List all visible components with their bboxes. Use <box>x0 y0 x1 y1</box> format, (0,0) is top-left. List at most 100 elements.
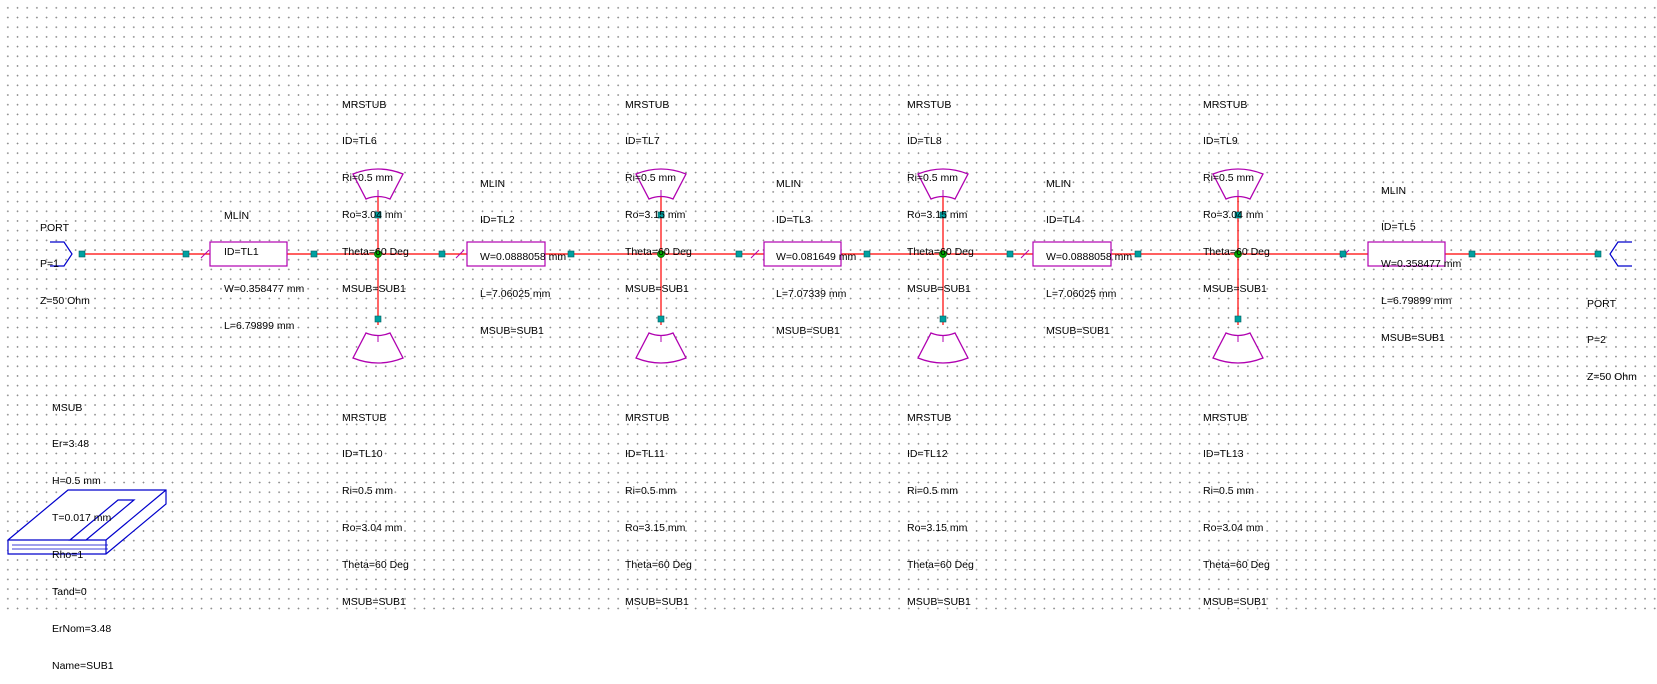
mrstub-param: ID=TL7 <box>625 135 660 148</box>
mrstub-param: Ro=3.15 mm <box>625 522 686 535</box>
pin-square[interactable] <box>1006 250 1014 258</box>
mlin-param: MSUB=SUB1 <box>1381 332 1445 345</box>
mrstub-param: Ri=0.5 mm <box>1203 485 1255 498</box>
mlin-param: MSUB=SUB1 <box>776 325 840 338</box>
mrstub-tl13-label[interactable]: MRSTUB ID=TL13 Ri=0.5 mm Ro=3.04 mm Thet… <box>1203 387 1270 621</box>
mlin-tl5-label[interactable]: MLIN ID=TL5 W=0.358477 mm L=6.79899 mm M… <box>1381 160 1461 357</box>
radial-stub-top-4[interactable] <box>1212 168 1264 200</box>
mrstub-param: Theta=60 Deg <box>342 559 409 572</box>
mlin-rect-tl4[interactable] <box>1032 241 1112 267</box>
mrstub-title: MRSTUB <box>907 98 952 111</box>
pin-square[interactable] <box>374 315 382 323</box>
mlin-param: L=7.06025 mm <box>480 288 551 301</box>
junction-node[interactable] <box>657 250 665 258</box>
mrstub-tl12-label[interactable]: MRSTUB ID=TL12 Ri=0.5 mm Ro=3.15 mm Thet… <box>907 387 974 621</box>
mlin-title: MLIN <box>224 209 250 222</box>
radial-stub-top-2[interactable] <box>635 168 687 200</box>
msub-param: H=0.5 mm <box>52 475 101 488</box>
msub-label[interactable]: MSUB Er=3.48 H=0.5 mm T=0.017 mm Rho=1 T… <box>52 377 114 684</box>
mrstub-param: MSUB=SUB1 <box>625 596 689 609</box>
msub-param: Tand=0 <box>52 586 87 599</box>
radial-stub-bottom-2[interactable] <box>635 332 687 364</box>
mlin-tl4-label[interactable]: MLIN ID=TL4 W=0.0888058 mm L=7.06025 mm … <box>1046 153 1132 350</box>
radial-stub-top-1[interactable] <box>352 168 404 200</box>
mlin-rect-tl2[interactable] <box>466 241 546 267</box>
port2-symbol[interactable] <box>1609 241 1632 267</box>
mlin-param: L=6.79899 mm <box>224 320 295 333</box>
radial-stub-bottom-3[interactable] <box>917 332 969 364</box>
msub-param: ErNom=3.48 <box>52 622 112 635</box>
mrstub-param: Theta=60 Deg <box>625 559 692 572</box>
pin-square[interactable] <box>78 250 86 258</box>
mrstub-param: MSUB=SUB1 <box>907 283 971 296</box>
mlin-param: L=7.07339 mm <box>776 288 847 301</box>
mlin-rect-tl3[interactable] <box>763 241 842 267</box>
mrstub-param: Theta=60 Deg <box>1203 559 1270 572</box>
mlin-tl1-label[interactable]: MLIN ID=TL1 W=0.358477 mm L=6.79899 mm <box>224 185 304 345</box>
mrstub-tl7-label[interactable]: MRSTUB ID=TL7 Ri=0.5 mm Ro=3.15 mm Theta… <box>625 74 692 308</box>
pin-square[interactable] <box>310 250 318 258</box>
mrstub-param: Theta=60 Deg <box>907 559 974 572</box>
msub-param: Name=SUB1 <box>52 659 114 672</box>
port1-label[interactable]: PORT P=1 Z=50 Ohm <box>40 197 90 320</box>
mlin-tl2-label[interactable]: MLIN ID=TL2 W=0.0888058 mm L=7.06025 mm … <box>480 153 566 350</box>
line-tick-mark <box>1020 249 1030 259</box>
mrstub-tl8-label[interactable]: MRSTUB ID=TL8 Ri=0.5 mm Ro=3.15 mm Theta… <box>907 74 974 308</box>
pin-square[interactable] <box>1134 250 1142 258</box>
port2-param: Z=50 Ohm <box>1587 371 1637 384</box>
pin-square[interactable] <box>1468 250 1476 258</box>
mrstub-param: Ri=0.5 mm <box>342 172 394 185</box>
mlin-title: MLIN <box>1381 184 1407 197</box>
mlin-param: W=0.0888058 mm <box>1046 251 1133 264</box>
mrstub-param: Ro=3.15 mm <box>625 209 686 222</box>
pin-square[interactable] <box>1234 211 1242 219</box>
msub-param: Er=3.48 <box>52 438 90 451</box>
schematic-canvas[interactable] <box>0 0 1657 613</box>
pin-square[interactable] <box>657 211 665 219</box>
pin-square[interactable] <box>1234 315 1242 323</box>
port1-symbol[interactable] <box>50 241 73 267</box>
pin-square[interactable] <box>939 315 947 323</box>
radial-stub-bottom-1[interactable] <box>352 332 404 364</box>
mrstub-tl10-label[interactable]: MRSTUB ID=TL10 Ri=0.5 mm Ro=3.04 mm Thet… <box>342 387 409 621</box>
mrstub-tl6-label[interactable]: MRSTUB ID=TL6 Ri=0.5 mm Ro=3.04 mm Theta… <box>342 74 409 308</box>
pin-square[interactable] <box>939 211 947 219</box>
pin-square[interactable] <box>438 250 446 258</box>
mlin-param: ID=TL2 <box>480 214 515 227</box>
mrstub-title: MRSTUB <box>625 98 670 111</box>
pin-square[interactable] <box>1339 250 1347 258</box>
mlin-param: W=0.0888058 mm <box>480 251 567 264</box>
mrstub-param: Theta=60 Deg <box>625 246 692 259</box>
port1-param: P=1 <box>40 258 59 271</box>
mlin-rect-tl1[interactable] <box>209 241 288 267</box>
mrstub-tl9-label[interactable]: MRSTUB ID=TL9 Ri=0.5 mm Ro=3.04 mm Theta… <box>1203 74 1270 308</box>
mrstub-title: MRSTUB <box>342 411 387 424</box>
mrstub-param: Ri=0.5 mm <box>625 485 677 498</box>
junction-node[interactable] <box>374 250 382 258</box>
mrstub-param: Ri=0.5 mm <box>1203 172 1255 185</box>
mrstub-param: Theta=60 Deg <box>342 246 409 259</box>
mlin-param: W=0.081649 mm <box>776 251 857 264</box>
pin-square[interactable] <box>657 315 665 323</box>
port2-label[interactable]: PORT P=2 Z=50 Ohm <box>1587 273 1637 396</box>
radial-stub-bottom-4[interactable] <box>1212 332 1264 364</box>
pin-square[interactable] <box>1594 250 1602 258</box>
mlin-param: L=7.06025 mm <box>1046 288 1117 301</box>
mrstub-title: MRSTUB <box>1203 411 1248 424</box>
mlin-param: MSUB=SUB1 <box>480 325 544 338</box>
pin-square[interactable] <box>735 250 743 258</box>
mlin-param: ID=TL4 <box>1046 214 1081 227</box>
mrstub-param: ID=TL10 <box>342 448 383 461</box>
junction-node[interactable] <box>939 250 947 258</box>
mrstub-param: MSUB=SUB1 <box>342 283 406 296</box>
pin-square[interactable] <box>182 250 190 258</box>
junction-node[interactable] <box>1234 250 1242 258</box>
mrstub-title: MRSTUB <box>342 98 387 111</box>
pin-square[interactable] <box>863 250 871 258</box>
radial-stub-top-3[interactable] <box>917 168 969 200</box>
pin-square[interactable] <box>567 250 575 258</box>
mlin-rect-tl5[interactable] <box>1367 241 1446 267</box>
mlin-tl3-label[interactable]: MLIN ID=TL3 W=0.081649 mm L=7.07339 mm M… <box>776 153 856 350</box>
mrstub-tl11-label[interactable]: MRSTUB ID=TL11 Ri=0.5 mm Ro=3.15 mm Thet… <box>625 387 692 621</box>
pin-square[interactable] <box>374 211 382 219</box>
